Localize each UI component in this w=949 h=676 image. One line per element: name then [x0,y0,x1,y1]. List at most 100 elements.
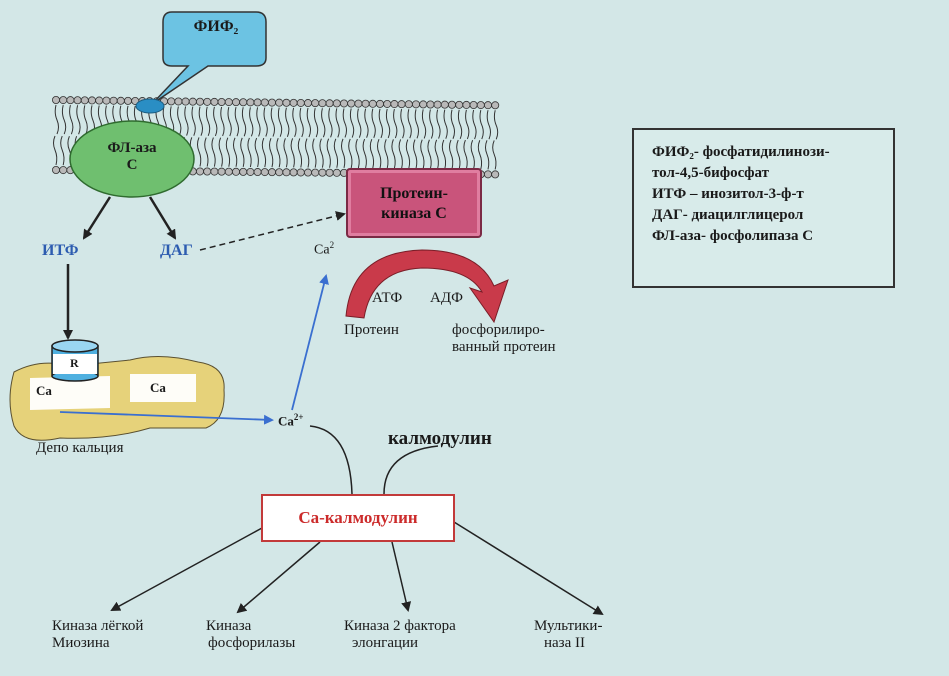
arrow-to-target-2 [236,541,321,614]
lipid-head [289,98,298,107]
depot-channel-left [30,376,110,410]
lipid-head [167,97,176,106]
legend-box: ФИФ₂- фосфатидилинози- тол-4,5-бифосфат … [632,128,895,288]
lipid-head [289,168,298,177]
lipid-tail [256,107,261,137]
lipid-tail [384,139,389,169]
ca-mid-text: Ca [278,413,294,429]
arrow-plc-to-dag [148,196,177,240]
lipid-tail [398,139,403,169]
legend-item-5: ФЛ-аза- фосфолипаза С [652,228,814,244]
lipid-head [296,98,305,107]
lipid-tail [177,106,182,136]
lipid-head [73,96,82,105]
target-4-line1: Мультики- [534,618,603,634]
target-1: Киназа лёгкой Миозина [52,618,143,653]
target-2-line1: Киназа [206,618,252,634]
lipid-head [253,168,262,177]
lipid-tail [211,137,216,167]
lipid-tail [204,137,209,167]
lipid-head [109,96,118,105]
ca-upper-charge: 2 [329,240,335,250]
lipid-head [303,168,312,177]
legend-item-3: ИТФ – инозитол-3-ф-т [652,186,804,202]
target-1-line1: Киназа лёгкой [52,618,144,634]
lipid-tail [290,138,295,168]
lipid-tail [277,107,283,137]
lipid-head [447,100,456,109]
ca-calmodulin-box: Са-калмодулин [261,494,455,542]
lipid-head [174,97,183,106]
lipid-head [332,168,341,177]
lipid-head [195,97,204,106]
lipid-head [296,168,305,177]
lipid-head [80,96,89,105]
lipid-head [224,98,233,107]
target-4: Мультики- наза II [534,618,602,653]
lipid-tail [218,137,223,167]
lipid-head [426,100,435,109]
arrow-to-target-1 [110,527,263,611]
lipid-tail [357,108,362,138]
target-4-line2: наза II [544,635,586,652]
lipid-tail [234,107,239,137]
lipid-head [361,99,370,108]
lipid-head [52,96,61,105]
lipid-tail [197,137,202,167]
lipid-tail [385,108,391,139]
lipid-tail [283,138,288,168]
phosphorylation-arc [345,249,509,324]
lipid-tail [371,108,376,138]
lipid-tail [413,139,418,169]
lipid-tail [443,109,448,139]
lipid-head [52,165,61,174]
lipid-tail [61,104,67,135]
lipid-head [440,100,449,109]
lipid-head [491,170,500,179]
lipid-tail [254,137,259,168]
lipid-tail [420,139,425,169]
lipid-head [217,167,226,176]
lipid-head [325,99,334,108]
lipid-tail [213,106,218,137]
lipid-tail [378,108,383,139]
lipid-head [59,166,68,175]
protein-label: Протеин [344,322,399,338]
phospho-line2: ванный протеин [452,339,556,356]
lipid-head [88,96,97,105]
target-3: Киназа 2 фактора элонгации [344,618,456,653]
lipid-tail [364,108,369,138]
lipid-head [455,100,464,109]
atf-label: АТФ [372,290,403,306]
lipid-tail [69,105,74,135]
legend-item-1: ФИФ₂- фосфатидилинози- [652,144,830,160]
calmodulin-label: калмодулин [388,428,492,449]
lipid-tail [465,109,470,140]
lipid-tail [450,109,455,139]
lipid-tail [472,109,477,140]
lipid-head [347,99,356,108]
legend-item-2: тол-4,5-бифосфат [652,165,769,181]
lipid-head [491,101,500,110]
lipid-tail [470,139,475,170]
lipid-tail [249,107,254,137]
plc-label-line1: ФЛ-аза [107,140,157,156]
lipid-tail [205,106,211,137]
lipid-head [231,167,240,176]
lipid-head [102,96,111,105]
lipid-tail [427,139,432,169]
lipid-head [246,167,255,176]
lipid-tail [348,138,353,169]
lipid-head [239,98,248,107]
lipid-head [260,98,269,107]
arrow-dag-to-pkc [199,211,346,251]
lipid-tail [414,109,419,139]
lipid-tail [405,139,411,169]
lipid-tail [479,109,484,140]
lipid-tail [184,106,189,136]
adf-label: АДФ [430,290,463,306]
lipid-tail [477,140,483,170]
dag-label: ДАГ [160,242,193,259]
lipid-tail [349,108,355,138]
lipid-head [354,99,363,108]
